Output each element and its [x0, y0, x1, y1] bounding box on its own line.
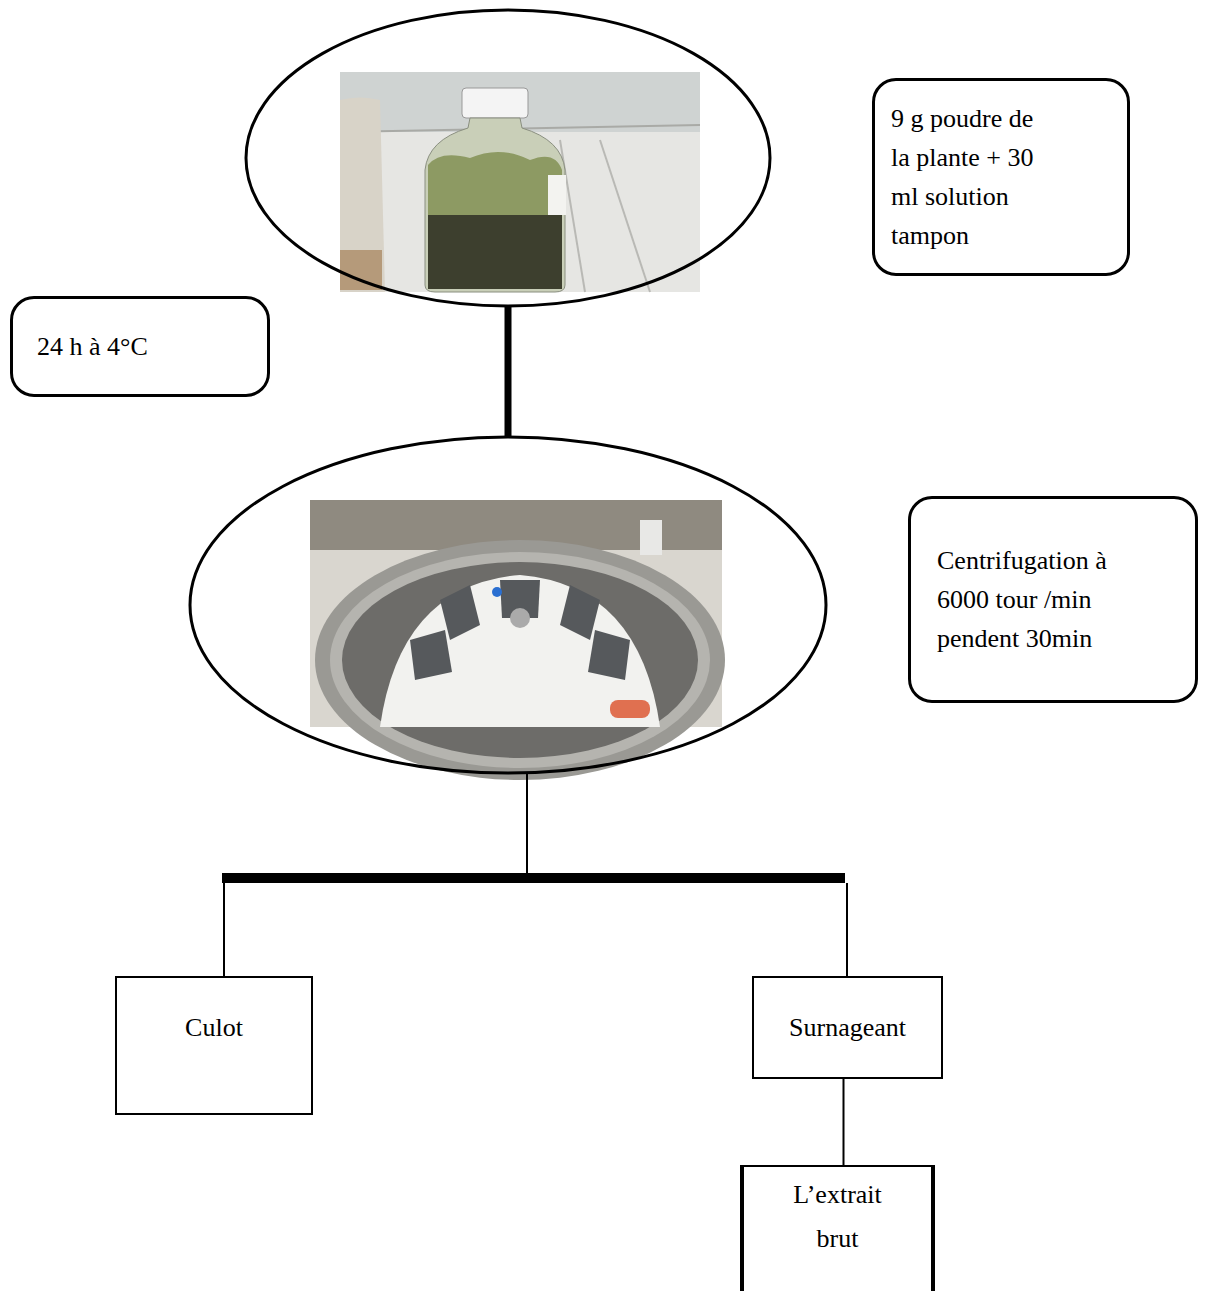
connector-line	[843, 1079, 845, 1165]
result-box: L’extrait brut	[740, 1165, 935, 1291]
node-text: Surnageant	[762, 1008, 933, 1047]
node-text: Culot	[125, 1008, 303, 1047]
node-text: 24 h à 4°C	[37, 327, 243, 366]
node-text: 9 g poudre de la plante + 30 ml solution…	[891, 99, 1056, 255]
process-box: Centrifugation à 6000 tour /min pendent …	[908, 496, 1198, 703]
input-box: 9 g poudre de la plante + 30 ml solution…	[872, 78, 1130, 276]
result-box: Culot	[115, 976, 313, 1115]
split-lines	[222, 773, 847, 976]
bottle-photo	[340, 72, 700, 292]
node-text: L’extrait brut	[773, 1173, 903, 1261]
node-text: Centrifugation à 6000 tour /min pendent …	[937, 541, 1137, 658]
centrifuge-photo	[310, 500, 725, 780]
result-box: Surnageant	[752, 976, 943, 1079]
step-ellipse	[190, 437, 826, 773]
step-ellipse	[246, 10, 770, 306]
condition-box: 24 h à 4°C	[10, 296, 270, 397]
connector-line	[505, 306, 512, 438]
